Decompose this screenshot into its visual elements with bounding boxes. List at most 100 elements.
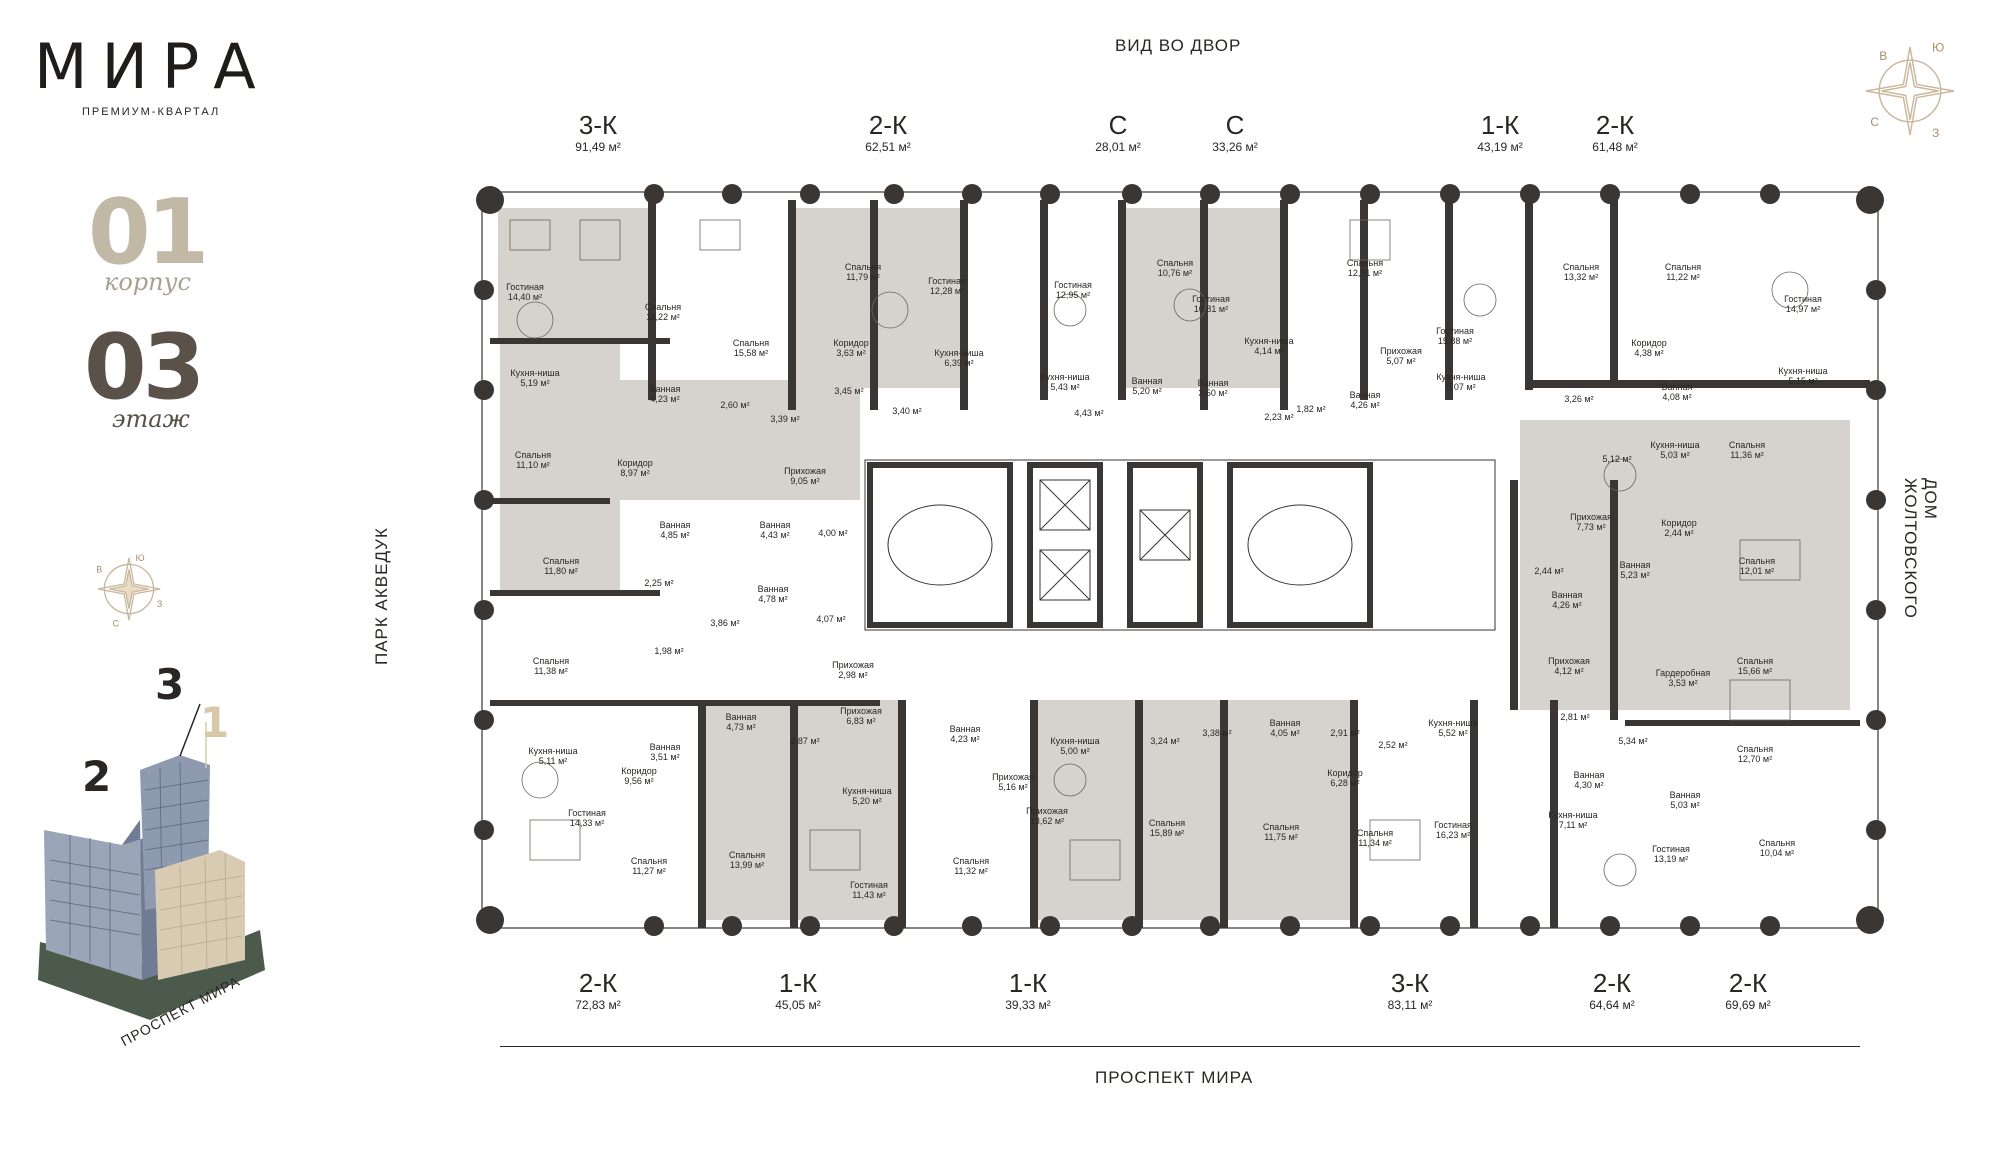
area-label: 3,40 м² (892, 406, 922, 416)
room-area: 5,52 м² (1438, 728, 1468, 738)
room-area: 5,43 м² (1050, 382, 1080, 392)
area-label: 4,07 м² (816, 614, 846, 624)
room-area: 4,85 м² (660, 530, 690, 540)
apartment-label-bottom[interactable]: 2-К 69,69 м² (1725, 968, 1771, 1012)
room-area: 5,15 м² (1788, 376, 1818, 386)
room-area: 12,91 м² (1347, 268, 1383, 278)
room-name: Гостиная (1434, 820, 1472, 830)
building-number-1: 1 (200, 698, 230, 747)
room-area: 13,32 м² (1563, 272, 1599, 282)
room-name: Коридор (1327, 768, 1363, 778)
apartment-label-top[interactable]: 1-К 43,19 м² (1477, 110, 1523, 154)
room-name: Спальня (532, 656, 570, 666)
apartment-label-top[interactable]: С 33,26 м² (1212, 110, 1258, 154)
room-area: 4,43 м² (760, 530, 790, 540)
room-name: Ванная (1661, 382, 1693, 392)
apartment-label-top[interactable]: С 28,01 м² (1095, 110, 1141, 154)
apartment-label-top[interactable]: 3-К 91,49 м² (575, 110, 621, 154)
area-label: 2,91 м² (1330, 728, 1360, 738)
compass-letter-north: Ю (136, 553, 145, 563)
apartment-label-bottom[interactable]: 1-К 45,05 м² (775, 968, 821, 1012)
room-area: 11,80 м² (544, 566, 578, 576)
room-name: Спальня (1156, 258, 1194, 268)
apartment-label-bottom[interactable]: 3-К 83,11 м² (1387, 968, 1433, 1012)
area-label: 2,23 м² (1264, 412, 1294, 422)
area-label: 3,39 м² (770, 414, 800, 424)
apartment-label-top[interactable]: 2-К 61,48 м² (1592, 110, 1638, 154)
room-name: Кухня-ниша (510, 368, 560, 378)
direction-top: ВИД ВО ДВОР (1115, 36, 1242, 55)
room-area: 15,66 м² (1737, 666, 1773, 676)
room-area: 4,14 м² (1254, 346, 1284, 356)
room-name: Ванная (1551, 590, 1583, 600)
direction-bottom: ПРОСПЕКТ МИРА (1095, 1068, 1254, 1087)
apartment-label-bottom[interactable]: 1-К 39,33 м² (1005, 968, 1051, 1012)
floor-number: 03 (84, 315, 205, 420)
room-area: 11,75 м² (1264, 832, 1298, 842)
room-area: 5,00 м² (1060, 746, 1090, 756)
room-area: 12,28 м² (929, 286, 965, 296)
room-name: Прихожая (1570, 512, 1612, 522)
room-area: 5,11 м² (538, 756, 568, 766)
room-name: Гостиная (506, 282, 544, 292)
apartment-label-bottom[interactable]: 2-К 64,64 м² (1589, 968, 1635, 1012)
room-area: 11,22 м² (1666, 272, 1700, 282)
room-area: 5,20 м² (1132, 386, 1162, 396)
room-name: Спальня (952, 856, 990, 866)
room-name: Прихожая (1026, 806, 1068, 816)
room-area: 11,79 м² (846, 272, 880, 282)
room-name: Коридор (1661, 518, 1697, 528)
room-area: 11,43 м² (852, 890, 886, 900)
room-name: Прихожая (784, 466, 826, 476)
room-area: 4,12 м² (1554, 666, 1584, 676)
compass-top-letter-south: С (1870, 115, 1879, 129)
room-area: 3,51 м² (650, 752, 680, 762)
room-area: 2,98 м² (838, 670, 868, 680)
room-area: 9,56 м² (624, 776, 654, 786)
compass-rose-icon: В Ю З С (96, 553, 162, 629)
apartment-label-top[interactable]: 2-К 62,51 м² (865, 110, 911, 154)
room-name: Кухня-ниша (1040, 372, 1090, 382)
room-name: Ванная (725, 712, 757, 722)
room-area: 15,88 м² (1437, 336, 1473, 346)
room-area: 4,26 м² (1350, 400, 1380, 410)
brand-tagline: ПРЕМИУМ-КВАРТАЛ (82, 106, 221, 118)
area-label: 2,44 м² (1534, 566, 1564, 576)
room-area: 12,01 м² (1739, 566, 1775, 576)
apartment-3k-bottom (1035, 700, 1355, 920)
room-name: Спальня (1346, 258, 1384, 268)
room-name: Спальня (1262, 822, 1300, 832)
apartment-label-bottom[interactable]: 2-К 72,83 м² (575, 968, 621, 1012)
room-area: 5,19 м² (520, 378, 550, 388)
building-number-3: 3 (155, 660, 185, 709)
brand-logo: МИРА (34, 30, 270, 103)
room-area: 11,27 м² (632, 866, 666, 876)
room-area: 4,23 м² (950, 734, 980, 744)
area-label: 3,86 м² (710, 618, 740, 628)
